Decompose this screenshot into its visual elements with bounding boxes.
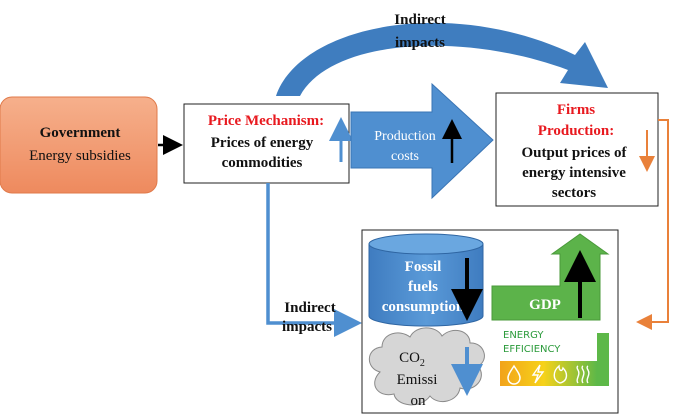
lightning-icon	[531, 364, 545, 384]
co2-subscript: 2	[420, 358, 425, 369]
co2-line3: on	[411, 393, 427, 409]
gdp-step-arrow: GDP	[491, 233, 610, 321]
energy-efficiency-graphic: ENERGY EFFICIENCY	[500, 330, 609, 386]
energy-efficiency-line1: ENERGY	[503, 330, 544, 341]
energy-efficiency-line2: EFFICIENCY	[503, 344, 561, 355]
government-title: Government	[40, 125, 121, 141]
gdp-label: GDP	[529, 297, 561, 313]
indirect-impacts-bottom-line1: Indirect	[284, 300, 335, 316]
firms-line3: sectors	[552, 185, 596, 201]
water-drop-icon	[507, 364, 521, 385]
firms-title-line1: Firms	[557, 102, 595, 118]
indirect-impacts-top-line2: impacts	[395, 35, 445, 51]
price-mechanism-box: Price Mechanism: Prices of energy commod…	[183, 103, 353, 184]
fossil-line3: consumption	[382, 299, 465, 315]
production-costs-line1: Production	[374, 129, 435, 144]
government-subtitle: Energy subsidies	[29, 148, 131, 164]
co2-line1: CO2	[399, 350, 425, 369]
indirect-impacts-curved-arrow	[276, 22, 608, 96]
co2-emission-cloud: CO2 Emissi on	[368, 327, 485, 409]
price-mechanism-title: Price Mechanism:	[208, 113, 324, 129]
heat-waves-icon	[576, 365, 590, 384]
government-box: Government Energy subsidies	[0, 96, 158, 194]
firms-title-line2: Production:	[538, 123, 614, 139]
efficiency-bar	[500, 361, 597, 386]
indirect-impacts-top-line1: Indirect	[394, 12, 445, 28]
firms-line1: Output prices of	[522, 145, 628, 161]
flame-icon	[553, 364, 568, 384]
efficiency-bracket	[597, 333, 609, 386]
price-mechanism-line2: commodities	[222, 155, 303, 171]
firms-line2: energy intensive	[522, 165, 626, 181]
fossil-line1: Fossil	[405, 259, 442, 275]
firms-production-box: Firms Production: Output prices of energ…	[495, 92, 659, 207]
indirect-impacts-bottom-arrow	[266, 183, 362, 337]
fossil-fuels-cylinder: Fossil fuels consumption	[368, 233, 484, 327]
fossil-line2: fuels	[408, 279, 438, 295]
firms-to-outcomes-arrow	[636, 119, 669, 330]
indirect-impacts-bottom-line2: impacts	[282, 319, 332, 335]
co2-line2: Emissi	[397, 372, 438, 388]
price-mechanism-line1: Prices of energy	[211, 135, 314, 151]
production-costs-line2: costs	[391, 149, 419, 164]
co2-symbol: CO	[399, 350, 420, 366]
production-costs-arrow: Production costs	[350, 82, 494, 200]
